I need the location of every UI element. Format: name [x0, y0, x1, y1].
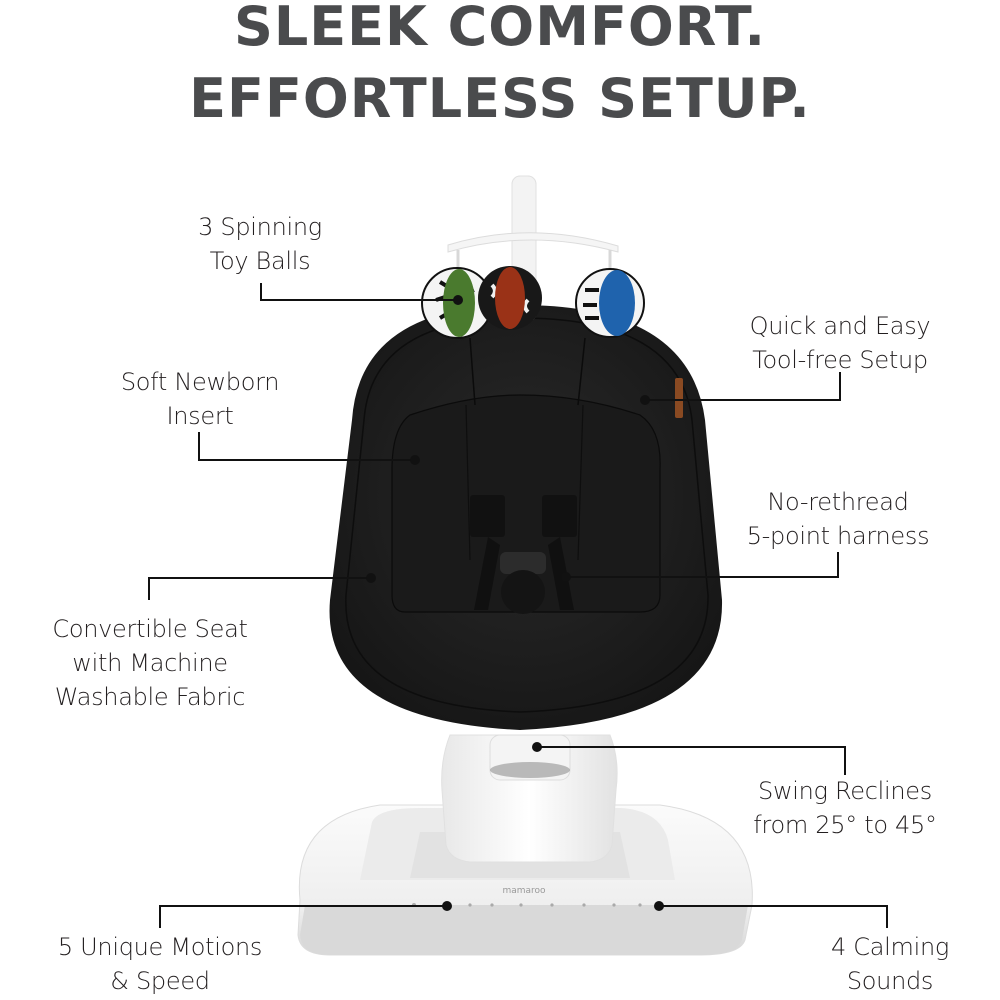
callout-text: from 25° to 45°	[753, 811, 937, 839]
callout-setup: Quick and Easy Tool-free Setup	[730, 309, 950, 377]
callout-text: Quick and Easy	[749, 312, 931, 340]
leader-motions	[159, 905, 447, 928]
callout-text: Insert	[166, 402, 234, 430]
dot-setup	[640, 395, 650, 405]
callout-lines	[148, 283, 888, 928]
callout-harness: No-rethread 5-point harness	[728, 485, 948, 553]
dot-insert	[410, 455, 420, 465]
callout-motions: 5 Unique Motions & Speed	[40, 930, 280, 998]
speed-button[interactable]	[612, 903, 616, 907]
callout-text: Convertible Seat	[52, 615, 248, 643]
toy-ball-red	[478, 266, 542, 330]
dot-motions	[442, 901, 452, 911]
callout-text: 5 Unique Motions	[57, 933, 263, 961]
dot-recline	[532, 742, 542, 752]
callout-seat: Convertible Seat with Machine Washable F…	[30, 612, 270, 714]
callout-text: 3 Spinning	[198, 213, 322, 241]
swing-seat	[329, 305, 723, 730]
dot-toy-balls	[453, 295, 463, 305]
sound-button[interactable]	[638, 903, 642, 907]
brand-logo: mamaroo	[502, 886, 546, 896]
callout-insert: Soft Newborn Insert	[90, 365, 310, 433]
callout-text: Swing Reclines	[758, 777, 932, 805]
five-point-harness	[470, 495, 577, 614]
callout-dots	[366, 295, 664, 911]
callout-text: Sounds	[846, 967, 934, 995]
callout-sounds: 4 Calming Sounds	[790, 930, 990, 998]
callout-text: 5-point harness	[746, 522, 930, 550]
callout-text: with Machine	[72, 649, 228, 677]
dot-harness	[561, 572, 571, 582]
leader-insert	[198, 432, 415, 461]
leather-tag	[675, 378, 683, 418]
headline-line-1: SLEEK COMFORT.	[233, 0, 767, 58]
leader-harness	[566, 552, 839, 578]
callout-text: 4 Calming	[831, 933, 949, 961]
swing-post	[441, 734, 618, 863]
callout-text: Tool-free Setup	[752, 346, 928, 374]
motion-button-4[interactable]	[550, 903, 554, 907]
callout-text: No-rethread	[767, 488, 909, 516]
leader-sounds	[659, 905, 888, 928]
callout-text: Toy Balls	[209, 247, 311, 275]
callout-text: & Speed	[110, 967, 210, 995]
callout-toy-balls: 3 Spinning Toy Balls	[170, 210, 350, 278]
dot-seat	[366, 573, 376, 583]
leader-recline	[537, 746, 846, 775]
motion-button-2[interactable]	[490, 903, 494, 907]
callout-text: Soft Newborn	[120, 368, 280, 396]
leader-seat	[148, 577, 371, 600]
dot-sounds	[654, 901, 664, 911]
leader-toy-balls	[260, 283, 458, 301]
callout-text: Washable Fabric	[54, 683, 246, 711]
leader-setup	[645, 372, 841, 401]
motion-button-1[interactable]	[468, 903, 472, 907]
callout-recline: Swing Reclines from 25° to 45°	[735, 774, 955, 842]
motion-button-3[interactable]	[519, 903, 523, 907]
toy-ball-blue	[575, 268, 645, 338]
headline-line-2: EFFORTLESS SETUP.	[189, 67, 811, 130]
motion-button-5[interactable]	[582, 903, 586, 907]
control-buttons	[412, 903, 642, 907]
